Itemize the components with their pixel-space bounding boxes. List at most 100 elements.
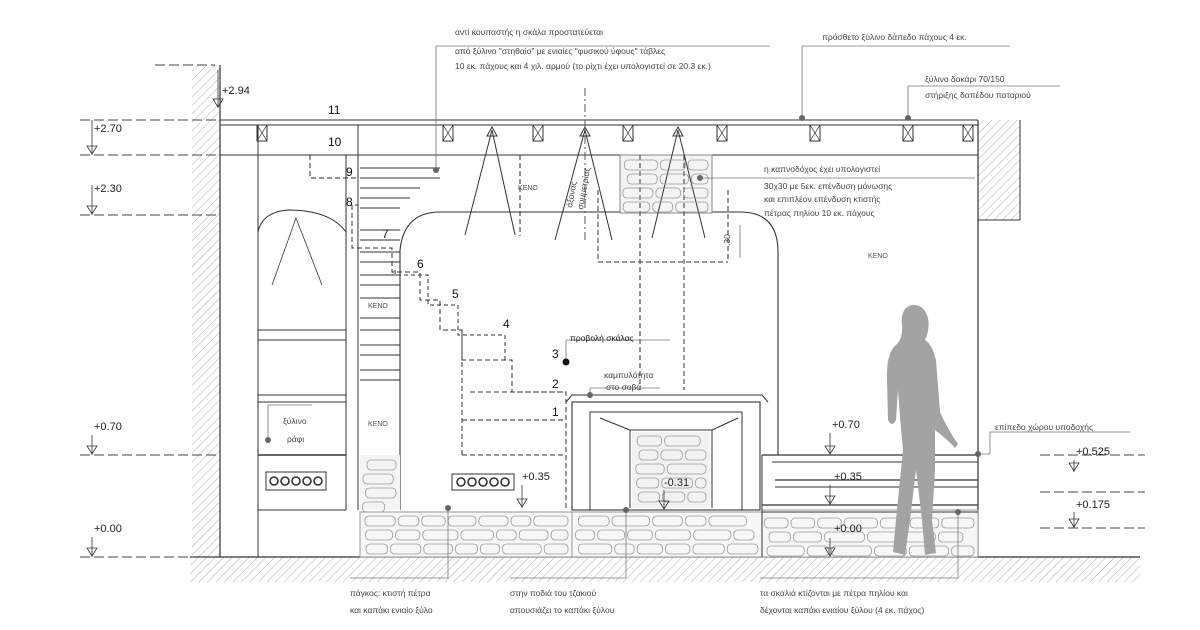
stone (577, 515, 610, 527)
bench-note-line-1: πάγκος: κτιστή πέτρα (350, 588, 431, 598)
vent-grille-center (451, 473, 515, 491)
stone (951, 545, 975, 557)
stone (695, 477, 707, 489)
stone (684, 515, 707, 527)
wardrobe-hanger (271, 216, 323, 286)
beam-cross (622, 124, 634, 142)
vent-circles-center (456, 477, 510, 487)
reception-level-label: επίπεδο χώρου υποδοχής (995, 422, 1093, 432)
ground-hatch (190, 557, 1140, 582)
lamp-1 (464, 129, 516, 236)
stone (365, 487, 397, 499)
fireplace-firebox (599, 417, 739, 508)
leader-dots (265, 115, 981, 515)
stone (624, 159, 658, 171)
vent-circle (489, 477, 499, 487)
stone (502, 543, 542, 555)
stone (460, 529, 494, 541)
plaster-wall (399, 211, 779, 510)
stone (817, 517, 842, 529)
stone (662, 491, 686, 503)
stone-firebox (632, 432, 710, 508)
void-label-left: ΚΕΝΟ (368, 303, 388, 310)
stone (622, 201, 651, 213)
dimension-30: .30 (722, 234, 732, 246)
bench-note-line-2: και καπάκι ενιαίο ξύλο (350, 605, 433, 615)
fireplace-frame-inner (589, 411, 743, 511)
beam-cross (442, 124, 454, 142)
stone (626, 173, 658, 185)
vent-circle (269, 476, 279, 486)
stone (455, 543, 478, 555)
axis-label: άξονας συμμετρίας (564, 167, 592, 211)
level-inner-0-70: +0.70 (832, 419, 860, 431)
vent-circle (467, 477, 477, 487)
level-lines (80, 64, 1145, 558)
vent-grille-left (265, 471, 327, 491)
chimney-note-line-1: η καπνοδόχος έχει υπολογιστεί (764, 164, 880, 174)
beam-note-line-1: ξύλινο δοκάρι 70/150 (925, 74, 1005, 84)
level-2-30: +2.30 (94, 183, 122, 195)
step-10: 10 (328, 135, 342, 149)
vent-circle (280, 476, 290, 486)
level-inner-0-35: +0.35 (522, 471, 550, 483)
stone (692, 543, 725, 555)
curve-note-line-1: καμπυλότητα (604, 370, 654, 380)
stone (687, 491, 707, 503)
level-triangle (86, 445, 98, 455)
stone (611, 515, 651, 527)
stone (543, 543, 569, 555)
step-2: 2 (552, 377, 559, 391)
level-triangle (1068, 462, 1080, 472)
stone (510, 515, 532, 527)
beam-cross (809, 124, 821, 142)
stone (708, 515, 747, 527)
beam-cross (902, 124, 914, 142)
stone (874, 545, 907, 557)
fireplace-hearth-trim (565, 394, 769, 403)
step-4: 4 (503, 317, 510, 331)
stone (793, 531, 822, 543)
beam-cross (256, 124, 268, 142)
shelf-note-line-2: ράφι (287, 434, 304, 444)
stone (687, 159, 709, 171)
stone (636, 543, 663, 555)
dimension-30-text: .30 (722, 234, 732, 246)
floor-note: πρόσθετο ξύλινο δάπεδο πάχους 4 εκ. (822, 32, 967, 42)
stone (578, 543, 613, 555)
stone (666, 463, 707, 475)
stone (660, 159, 686, 171)
stone (622, 187, 654, 199)
vent-circle (500, 477, 510, 487)
stone (806, 545, 829, 557)
void-label-center: ΚΕΝΟ (518, 185, 538, 192)
beam-cross (532, 124, 544, 142)
stone (635, 463, 665, 475)
level-inner-minus-0-31: -0.31 (664, 477, 689, 489)
stone-pattern (362, 159, 975, 557)
person-silhouette (886, 304, 958, 555)
step-1: 1 (552, 405, 559, 419)
level-triangle (212, 98, 224, 108)
stone (496, 529, 517, 541)
stair-note-line-2: από ξύλινο "στηθαίο" με ενιαίες "φυσικού… (455, 46, 665, 56)
stone (766, 545, 805, 557)
stone (365, 543, 388, 555)
stone (614, 543, 635, 555)
level-triangle (86, 145, 98, 155)
stair-note-line-1: αντί κουπαστής η σκάλα προστατεύεται (455, 27, 603, 37)
stone (660, 449, 683, 461)
vent-circle (456, 477, 466, 487)
stone (683, 187, 709, 199)
vent-circle (478, 477, 488, 487)
level-triangle (824, 445, 836, 455)
fireplace-note-line-1: στην ποδιά του τζακιού (510, 588, 596, 598)
beam-cross (962, 124, 974, 142)
stone (831, 545, 872, 557)
stone (652, 201, 674, 213)
stone (636, 477, 660, 489)
stone (423, 543, 453, 555)
stone (637, 491, 660, 503)
shelf-note-line-1: ξύλινο (283, 416, 307, 426)
